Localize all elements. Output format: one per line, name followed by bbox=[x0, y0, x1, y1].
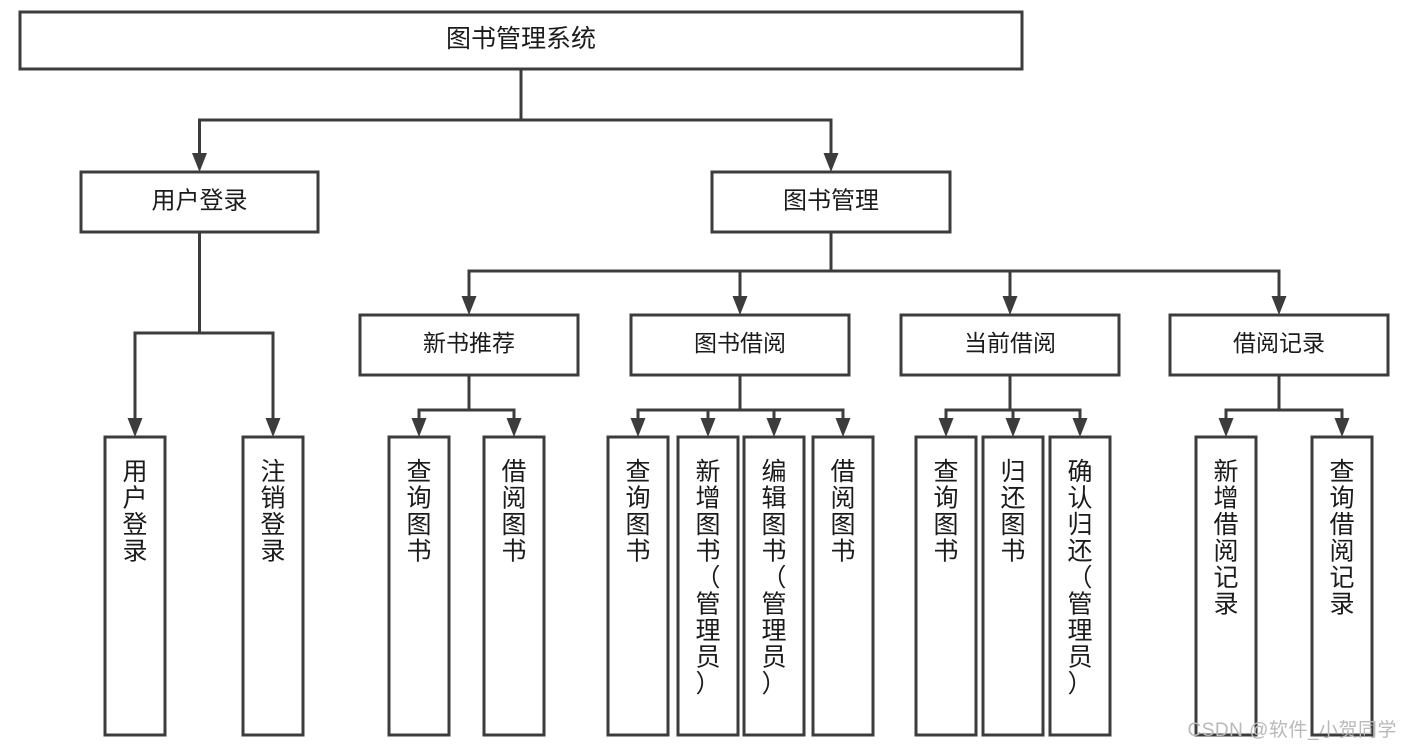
arrow-head-icon bbox=[630, 418, 646, 437]
node-user-login[interactable]: 用户登录 bbox=[79, 170, 320, 234]
node-leaf-query-record[interactable]: 查询借阅记录 bbox=[1310, 435, 1374, 737]
arrow-head-icon bbox=[835, 418, 851, 437]
arrow-head-icon bbox=[506, 418, 522, 437]
node-box-leaf-edit-book bbox=[742, 435, 806, 737]
node-label-leaf-query-book-3: 查询图书 bbox=[933, 458, 958, 566]
arrow-head-icon bbox=[192, 153, 207, 172]
node-label-leaf-logout: 注销登录 bbox=[260, 458, 285, 566]
node-leaf-logout[interactable]: 注销登录 bbox=[241, 435, 305, 737]
arrow-head-icon bbox=[766, 418, 782, 437]
node-book-borrow[interactable]: 图书借阅 bbox=[629, 313, 851, 377]
node-box-leaf-add-book bbox=[676, 435, 740, 737]
node-box-leaf-logout bbox=[241, 435, 305, 737]
node-box-leaf-query-record bbox=[1310, 435, 1374, 737]
node-leaf-borrow-book-2[interactable]: 借阅图书 bbox=[811, 435, 875, 737]
node-box-leaf-borrow-book-1 bbox=[482, 435, 546, 737]
arrow-head-icon bbox=[938, 418, 954, 437]
node-borrow-record[interactable]: 借阅记录 bbox=[1168, 313, 1390, 377]
arrow-head-icon bbox=[1271, 296, 1287, 315]
node-box-book-borrow bbox=[629, 313, 851, 377]
node-box-leaf-confirm-return bbox=[1048, 435, 1112, 737]
node-leaf-return-book[interactable]: 归还图书 bbox=[981, 435, 1045, 737]
node-box-user-login bbox=[79, 170, 320, 234]
node-label-leaf-add-record: 新增借阅记录 bbox=[1213, 458, 1238, 619]
node-leaf-query-book-1[interactable]: 查询图书 bbox=[387, 435, 451, 737]
node-label-new-book-rec: 新书推荐 bbox=[423, 330, 515, 356]
arrow-head-icon bbox=[732, 296, 748, 315]
node-current-borrow[interactable]: 当前借阅 bbox=[899, 313, 1121, 377]
watermark-text: CSDN @软件_小贺同学 bbox=[1187, 720, 1397, 741]
arrow-head-icon bbox=[1218, 418, 1234, 437]
node-leaf-query-book-3[interactable]: 查询图书 bbox=[914, 435, 978, 737]
arrow-head-icon bbox=[411, 418, 427, 437]
node-label-leaf-add-book: 新增图书（管理员） bbox=[695, 458, 720, 698]
node-box-leaf-add-record bbox=[1194, 435, 1258, 737]
node-box-leaf-query-book-1 bbox=[387, 435, 451, 737]
node-leaf-query-book-2[interactable]: 查询图书 bbox=[606, 435, 670, 737]
node-box-leaf-query-book-2 bbox=[606, 435, 670, 737]
node-label-leaf-confirm-return: 确认归还（管理员） bbox=[1067, 458, 1092, 698]
node-box-leaf-user-login bbox=[103, 435, 167, 737]
arrow-head-icon bbox=[1005, 418, 1021, 437]
node-label-leaf-borrow-book-2: 借阅图书 bbox=[830, 458, 855, 566]
node-label-book-manage: 图书管理 bbox=[783, 187, 879, 214]
node-box-current-borrow bbox=[899, 313, 1121, 377]
node-box-root bbox=[18, 10, 1024, 71]
arrow-head-icon bbox=[461, 296, 477, 315]
node-box-book-manage bbox=[710, 170, 952, 234]
node-root[interactable]: 图书管理系统 bbox=[18, 10, 1024, 71]
node-label-leaf-edit-book: 编辑图书（管理员） bbox=[761, 458, 786, 698]
node-new-book-rec[interactable]: 新书推荐 bbox=[358, 313, 580, 377]
node-label-current-borrow: 当前借阅 bbox=[964, 330, 1056, 356]
node-label-leaf-query-book-2: 查询图书 bbox=[625, 458, 650, 566]
node-label-borrow-record: 借阅记录 bbox=[1233, 330, 1325, 356]
arrow-head-icon bbox=[1334, 418, 1350, 437]
arrow-head-icon bbox=[127, 418, 143, 437]
node-label-leaf-user-login: 用户登录 bbox=[122, 458, 147, 566]
node-box-leaf-return-book bbox=[981, 435, 1045, 737]
node-label-user-login: 用户登录 bbox=[152, 187, 248, 214]
connector-layer bbox=[127, 67, 1350, 437]
node-leaf-edit-book[interactable]: 编辑图书（管理员） bbox=[742, 435, 806, 737]
arrow-head-icon bbox=[1002, 296, 1018, 315]
node-label-leaf-query-book-1: 查询图书 bbox=[406, 458, 431, 566]
node-layer: 图书管理系统用户登录图书管理新书推荐图书借阅当前借阅借阅记录用户登录注销登录查询… bbox=[18, 10, 1390, 737]
arrow-head-icon bbox=[823, 153, 839, 172]
node-label-leaf-borrow-book-1: 借阅图书 bbox=[501, 458, 526, 566]
node-leaf-confirm-return[interactable]: 确认归还（管理员） bbox=[1048, 435, 1112, 737]
node-leaf-user-login[interactable]: 用户登录 bbox=[103, 435, 167, 737]
node-box-new-book-rec bbox=[358, 313, 580, 377]
node-label-root: 图书管理系统 bbox=[446, 25, 596, 53]
node-leaf-borrow-book-1[interactable]: 借阅图书 bbox=[482, 435, 546, 737]
node-box-borrow-record bbox=[1168, 313, 1390, 377]
node-box-leaf-borrow-book-2 bbox=[811, 435, 875, 737]
node-book-manage[interactable]: 图书管理 bbox=[710, 170, 952, 234]
node-leaf-add-record[interactable]: 新增借阅记录 bbox=[1194, 435, 1258, 737]
node-box-leaf-query-book-3 bbox=[914, 435, 978, 737]
arrow-head-icon bbox=[700, 418, 716, 437]
node-label-leaf-query-record: 查询借阅记录 bbox=[1329, 458, 1354, 619]
node-label-leaf-return-book: 归还图书 bbox=[1000, 458, 1025, 566]
arrow-head-icon bbox=[1072, 418, 1088, 437]
arrow-head-icon bbox=[265, 418, 281, 437]
node-label-book-borrow: 图书借阅 bbox=[694, 330, 786, 356]
node-leaf-add-book[interactable]: 新增图书（管理员） bbox=[676, 435, 740, 737]
